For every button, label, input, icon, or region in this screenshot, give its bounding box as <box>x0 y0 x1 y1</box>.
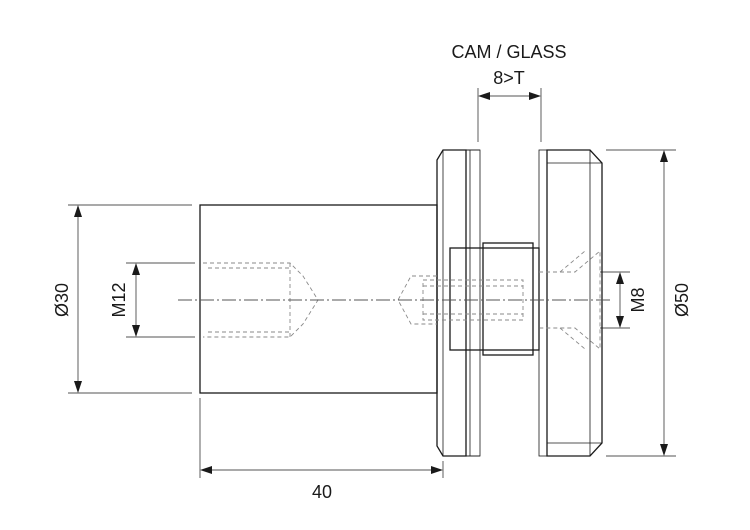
dim-glass-thickness <box>477 88 542 142</box>
label-diameter-50: Ø50 <box>672 283 692 317</box>
outer-cap <box>538 149 603 457</box>
hidden-screw-m8 <box>397 250 601 350</box>
hub-spacer <box>449 242 540 356</box>
label-cam-glass: CAM / GLASS <box>451 42 566 62</box>
inner-flange <box>436 149 481 457</box>
label-length-40: 40 <box>312 482 332 502</box>
label-diameter-30: Ø30 <box>52 283 72 317</box>
dim-length-40 <box>199 398 444 478</box>
dim-diameter-30 <box>68 204 192 394</box>
cylinder-body <box>199 204 438 394</box>
label-glass-thickness: 8>T <box>493 68 525 88</box>
dim-diameter-50 <box>606 149 676 457</box>
dim-thread-m12 <box>126 262 195 338</box>
dim-thread-m8 <box>600 271 630 329</box>
label-thread-m8: M8 <box>628 287 648 312</box>
label-thread-m12: M12 <box>109 282 129 317</box>
